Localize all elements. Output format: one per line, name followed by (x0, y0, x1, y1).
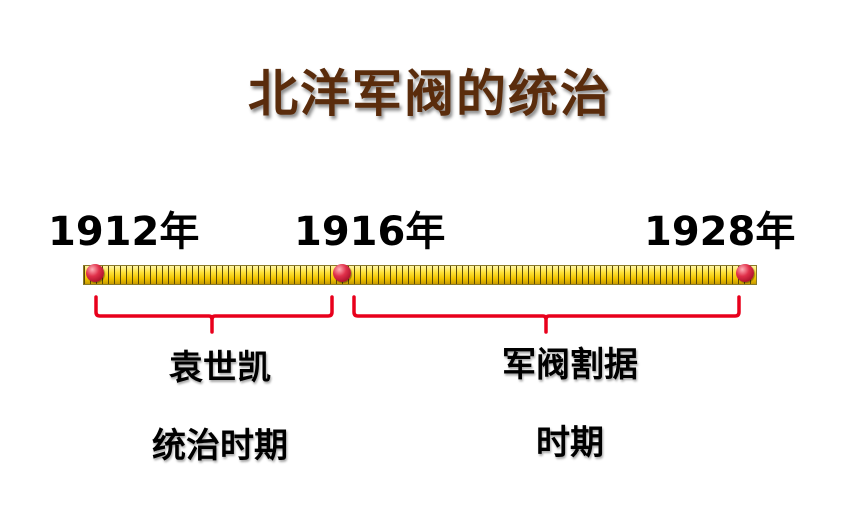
period-label-warlord-desc: 时期 (536, 423, 604, 463)
period-label-yuan-name: 袁世凯 (169, 348, 271, 388)
timeline-marker-1916 (333, 264, 351, 282)
year-label-1928: 1928年 (644, 209, 796, 255)
bracket-warlord-period (352, 295, 741, 334)
bracket-yuan-period (94, 295, 334, 334)
timeline-marker-1928 (736, 264, 754, 282)
timeline-ruler (83, 265, 757, 285)
timeline-marker-1912 (86, 264, 104, 282)
year-label-1912: 1912年 (48, 209, 200, 255)
period-label-yuan-desc: 统治时期 (152, 426, 288, 466)
year-label-1916: 1916年 (294, 209, 446, 255)
period-label-warlord-name: 军阀割据 (502, 345, 638, 385)
slide-title: 北洋军阀的统治 (248, 65, 612, 123)
